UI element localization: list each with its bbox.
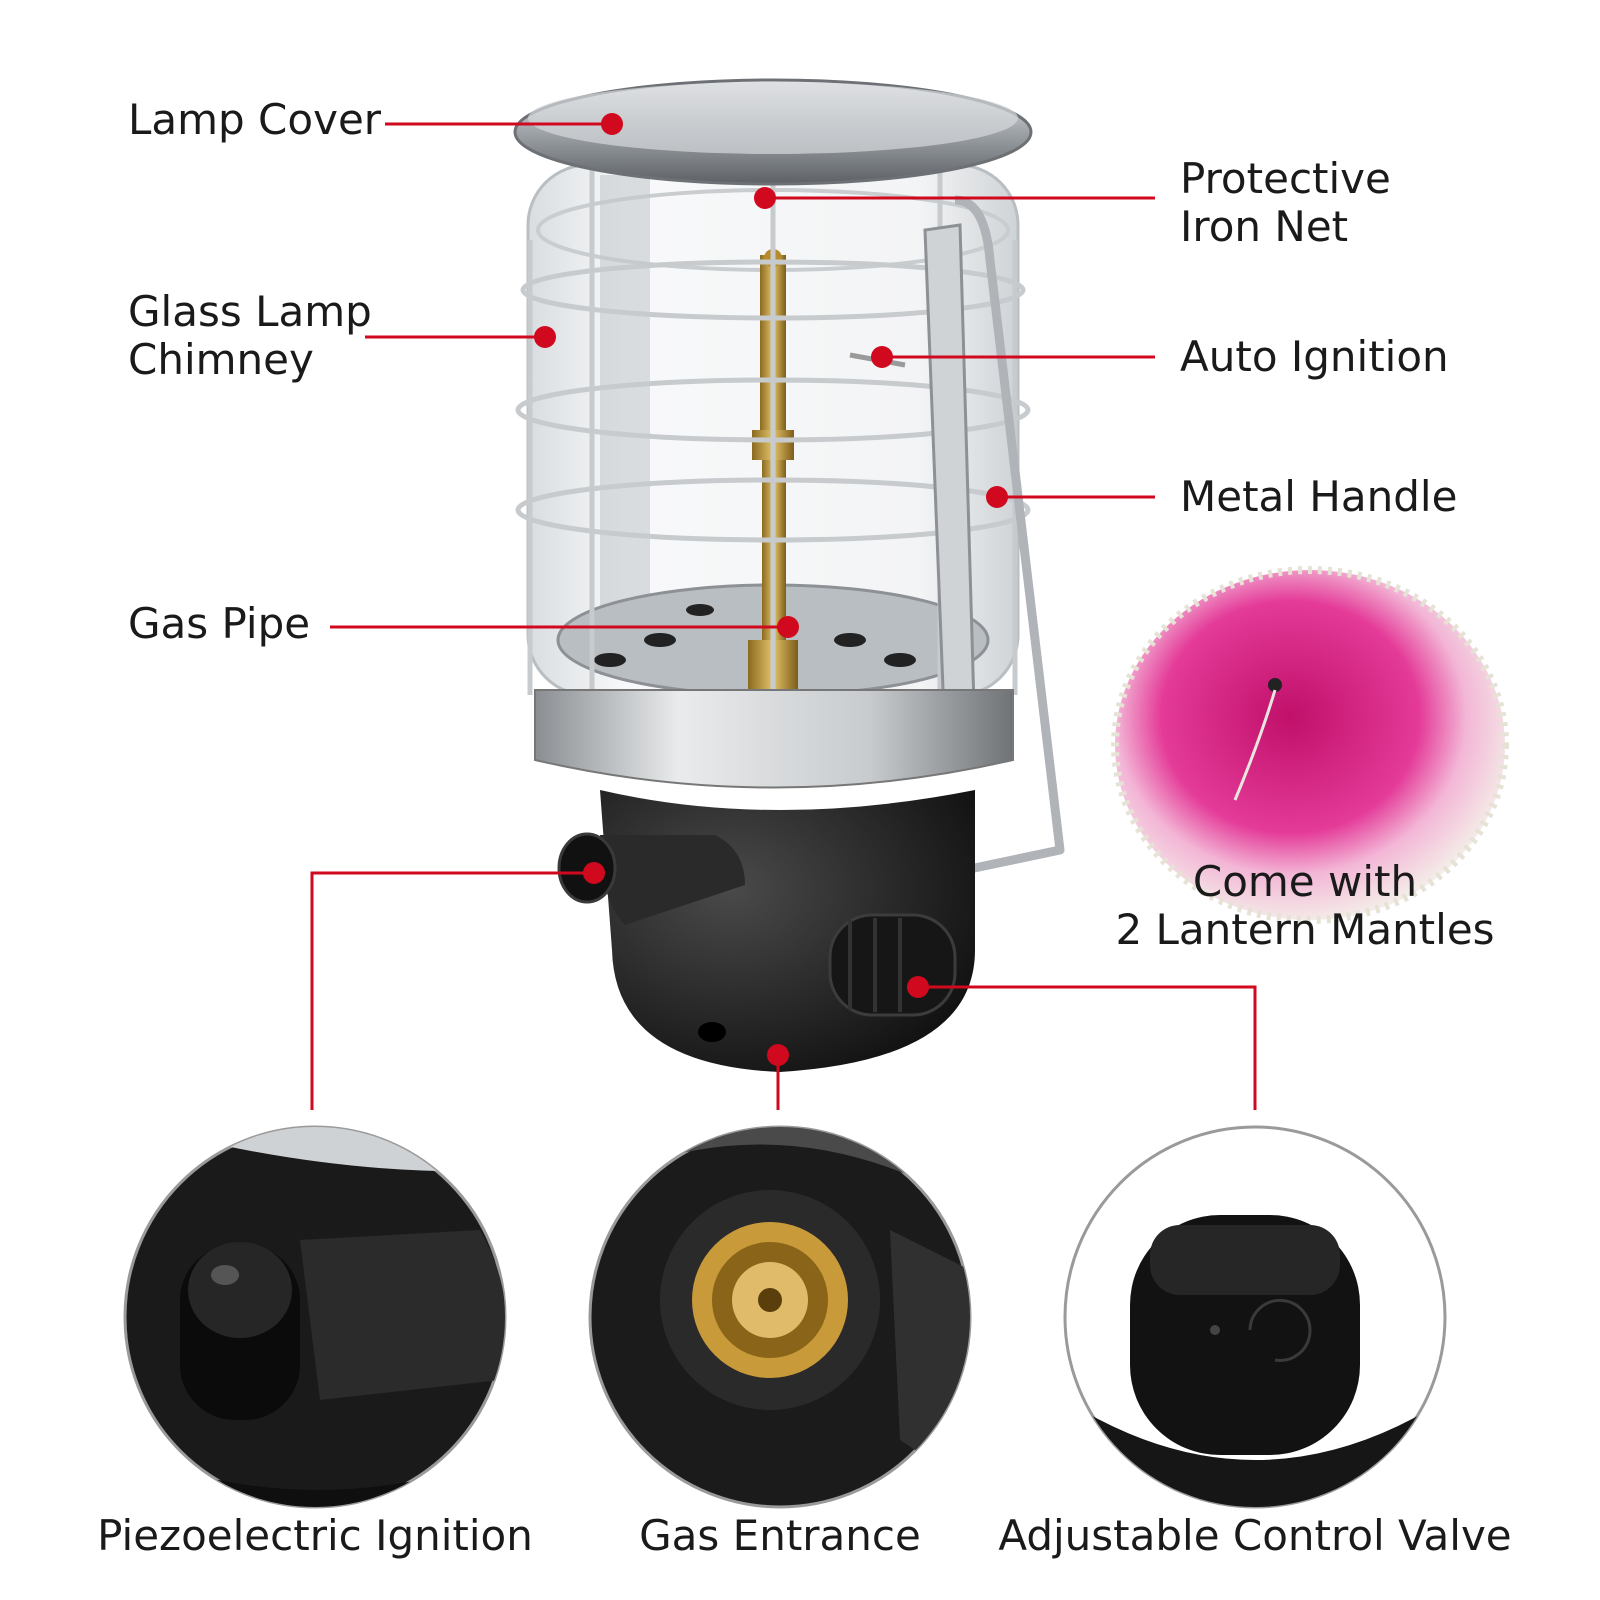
label-glass-lamp-chimney-line1: Glass Lamp: [128, 287, 372, 336]
label-gas-pipe: Gas Pipe: [128, 600, 310, 648]
label-glass-lamp-chimney: Glass Lamp Chimney: [128, 288, 372, 384]
label-protective-iron-net-line2: Iron Net: [1180, 202, 1349, 251]
valve-detail-photo: [1063, 1125, 1447, 1509]
label-gas-pipe-text: Gas Pipe: [128, 599, 311, 648]
silver-base-ring: [534, 689, 1014, 789]
lamp-cover: [513, 78, 1033, 186]
label-auto-ignition-text: Auto Ignition: [1180, 332, 1449, 381]
metal-handle: [954, 195, 1065, 875]
callout-dots: [534, 113, 1008, 1066]
label-glass-lamp-chimney-line2: Chimney: [128, 335, 314, 384]
label-protective-iron-net: Protective Iron Net: [1180, 155, 1391, 251]
label-protective-iron-net-line1: Protective: [1180, 154, 1391, 203]
mantle-caption: Come with 2 Lantern Mantles: [1110, 858, 1500, 954]
caption-gas-entrance: Gas Entrance: [600, 1512, 960, 1560]
mantle-caption-line2: 2 Lantern Mantles: [1115, 905, 1495, 954]
callout-leaders: [310, 122, 1257, 1110]
caption-adjustable-control-valve: Adjustable Control Valve: [975, 1512, 1535, 1560]
label-lamp-cover: Lamp Cover: [128, 96, 381, 144]
piezo-detail-photo: [123, 1125, 507, 1509]
label-auto-ignition: Auto Ignition: [1180, 333, 1449, 381]
caption-adjustable-control-valve-text: Adjustable Control Valve: [998, 1511, 1512, 1560]
caption-piezoelectric-ignition-text: Piezoelectric Ignition: [97, 1511, 533, 1560]
label-metal-handle-text: Metal Handle: [1180, 472, 1458, 521]
label-metal-handle: Metal Handle: [1180, 473, 1457, 521]
lantern-mantle: [1111, 566, 1509, 924]
label-lamp-cover-text: Lamp Cover: [128, 95, 382, 144]
caption-piezoelectric-ignition: Piezoelectric Ignition: [60, 1512, 570, 1560]
gas-entrance-detail-photo: [588, 1125, 972, 1509]
mantle-caption-line1: Come with: [1192, 857, 1418, 906]
lantern-body: [557, 790, 975, 1072]
caption-gas-entrance-text: Gas Entrance: [639, 1511, 921, 1560]
